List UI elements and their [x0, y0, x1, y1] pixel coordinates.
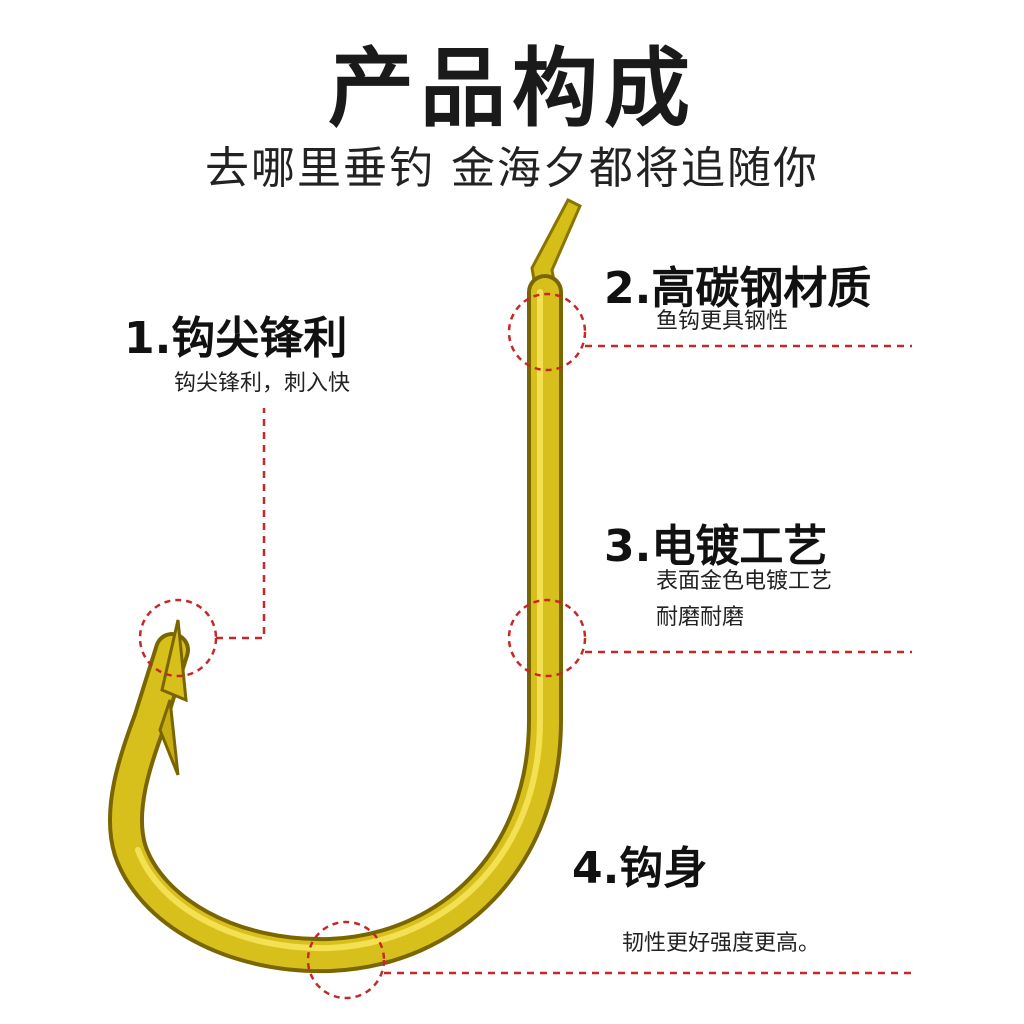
callout-desc-point: 钩尖锋利，刺入快 [174, 371, 351, 396]
leader-line-point [216, 408, 266, 640]
callout-title-point: 1.钩尖锋利 [124, 313, 348, 364]
callout-circle-body [306, 920, 386, 1000]
callout-title-plating: 3.电镀工艺 [604, 521, 828, 572]
callout-desc-plating-line1: 表面金色电镀工艺 [656, 569, 833, 594]
callout-desc-body: 韧性更好强度更高。 [622, 931, 821, 956]
callout-circle-plating [507, 598, 587, 678]
page-title: 产品构成 [328, 39, 696, 139]
callout-title-body: 4.钩身 [572, 843, 708, 894]
callout-desc-material: 鱼钩更具钢性 [656, 309, 789, 334]
page-subtitle: 去哪里垂钓 金海夕都将追随你 [205, 143, 819, 194]
callout-desc-plating-line2: 耐磨耐磨 [656, 605, 745, 630]
fishing-hook-icon [107, 198, 582, 974]
callout-circle-material [507, 292, 587, 372]
callout-title-material: 2.高碳钢材质 [604, 263, 872, 314]
